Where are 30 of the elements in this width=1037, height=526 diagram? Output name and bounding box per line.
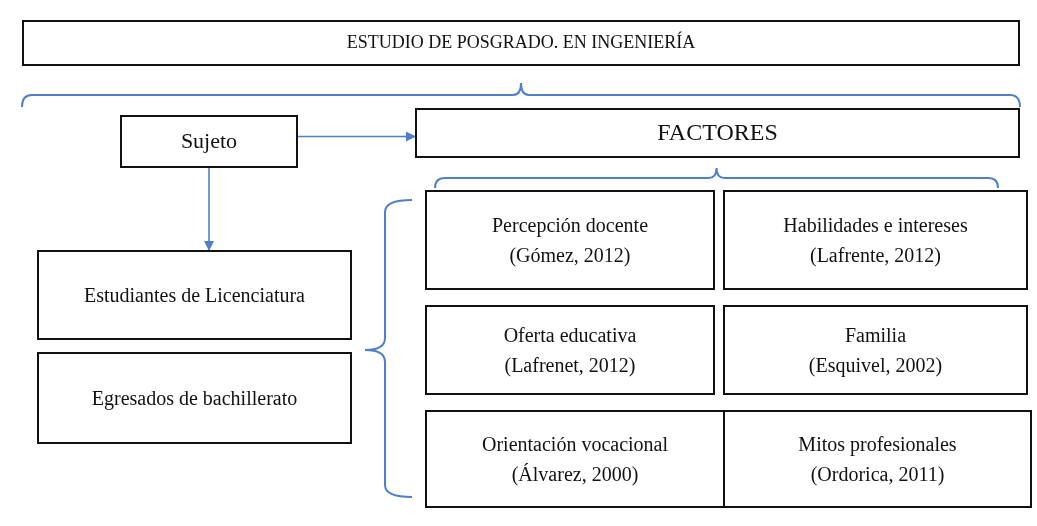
text-box — [723, 410, 1032, 508]
citation-text: (Ordorica, 2011) — [810, 462, 945, 487]
citation-text: (Álvarez, 2000) — [511, 462, 639, 487]
citation-text: (Gómez, 2012) — [509, 243, 631, 268]
text-box — [37, 250, 352, 340]
arrow — [204, 167, 214, 251]
box-title: Percepción docente — [491, 213, 648, 238]
citation-text: (Lafrenet, 2012) — [504, 353, 636, 378]
text-box — [425, 410, 725, 508]
box-title: Orientación vocacional — [482, 432, 668, 457]
text-box — [415, 108, 1020, 158]
text-box — [22, 20, 1020, 66]
text-box — [120, 115, 298, 168]
text-box — [37, 352, 352, 444]
citation-text: (Esquivel, 2002) — [808, 353, 943, 378]
box-title: FACTORES — [657, 118, 778, 148]
text-box — [723, 305, 1028, 395]
arrow — [297, 131, 416, 142]
box-title: Oferta educativa — [503, 323, 637, 348]
box-title: Estudiantes de Licenciatura — [84, 283, 305, 308]
box-title: Mitos profesionales — [798, 432, 957, 457]
box-title: Egresados de bachillerato — [91, 386, 298, 411]
box-title: Familia — [844, 323, 907, 348]
citation-text: (Lafrente, 2012) — [809, 243, 941, 268]
box-title: Sujeto — [180, 127, 238, 156]
text-box — [723, 190, 1028, 290]
box-title: Habilidades e intereses — [783, 213, 968, 238]
text-box — [425, 190, 715, 290]
text-box — [425, 305, 715, 395]
box-title: ESTUDIO DE POSGRADO. EN INGENIERÍA — [346, 31, 696, 55]
